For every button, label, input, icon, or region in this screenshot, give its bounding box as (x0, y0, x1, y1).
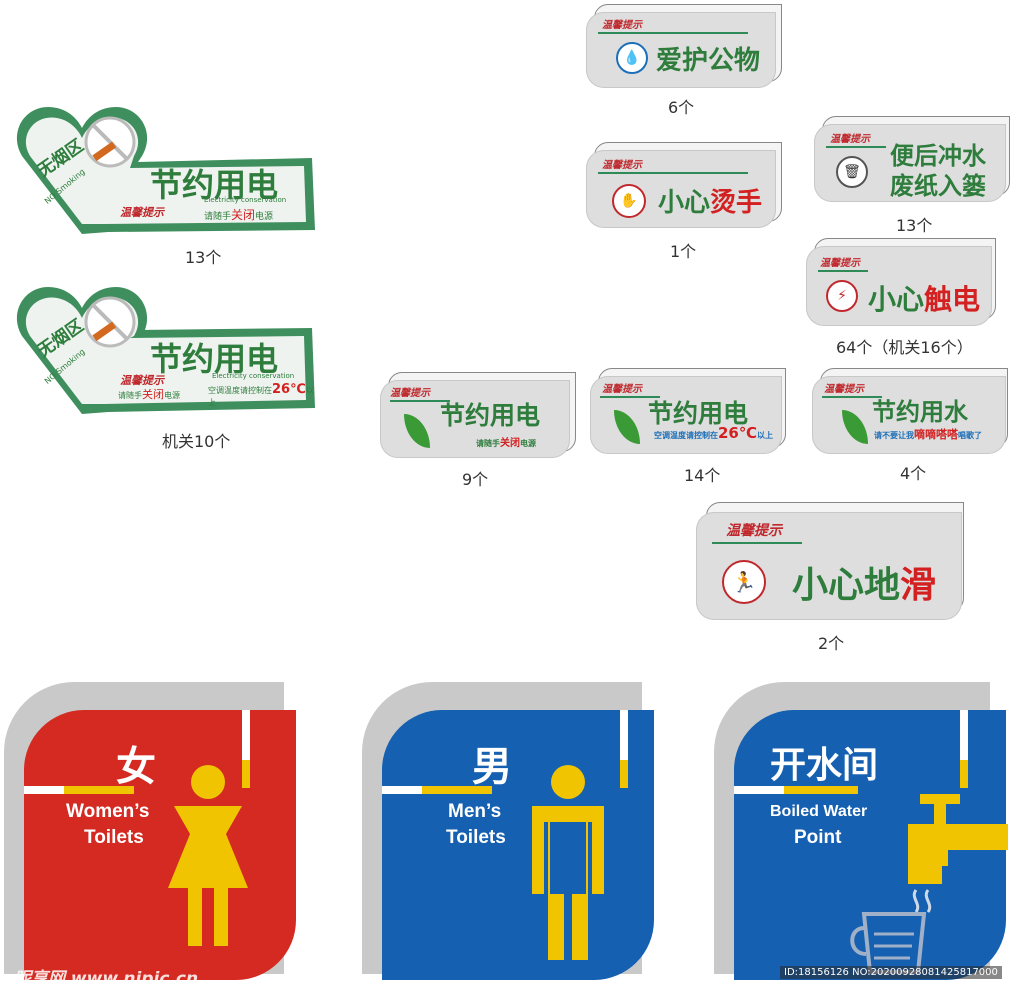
woman-figure-icon (168, 765, 248, 946)
sign-cn: 开水间 (770, 745, 879, 786)
sign-en-1: Men’s (448, 801, 502, 822)
sub-text: 请随手关闭电源 (204, 208, 274, 222)
sign-title: 爱护公物 (656, 46, 761, 76)
no-smoking-sign-2: 无烟区 NO Smoking 节约用电 Electricity conserva… (12, 276, 320, 418)
sign-en-1: Women’s (66, 801, 150, 822)
qty-save-power-b: 14个 (684, 466, 721, 485)
sign-title: 小心烫手 (658, 188, 763, 218)
faucet-icon (850, 794, 1008, 974)
sign-cn: 女 (116, 744, 156, 790)
watermark-id: ID:18156126 NO:20200928081425817000 (780, 966, 1002, 979)
no-smoking-sign-1: 无烟区 NO Smoking 节约用电 Electricity conserva… (12, 96, 320, 238)
sign-save-water: 温馨提示 节约用水 请不要让我嘀嘀嗒嗒唱歌了 (812, 368, 1011, 454)
sign-hot-water: 温馨提示 ✋ 小心烫手 (586, 142, 782, 228)
sign-care-property: 温馨提示 💧 爱护公物 (586, 4, 782, 88)
water-drop-icon: 💧 (616, 42, 648, 74)
mens-toilet-sign: 男 Men’s Toilets (362, 682, 662, 982)
sign-line1: 便后冲水 (890, 142, 986, 170)
man-figure-icon (532, 765, 604, 960)
sign-title: 节约用电 (648, 399, 749, 428)
slip-fall-icon: 🏃 (722, 560, 766, 604)
save-power-title: 节约用电 (150, 340, 279, 378)
qty-care-property: 6个 (668, 98, 695, 117)
qty-save-power-a: 9个 (462, 470, 489, 489)
sign-line2: 废纸入篓 (890, 172, 986, 200)
save-power-english: Electricity conservation (212, 372, 295, 380)
warm-hint: 温馨提示 (120, 206, 164, 219)
qty-save-water: 4个 (900, 464, 927, 483)
sign-title: 小心触电 (868, 283, 981, 316)
qty-no-smoking-2: 机关10个 (162, 432, 231, 451)
warm-hint: 温馨提示 (602, 384, 642, 395)
sign-save-power-a: 温馨提示 节约用电 请随手关闭电源 (380, 372, 576, 458)
sign-en-1: Boiled Water (770, 803, 868, 820)
qty-electric-shock: 64个（机关16个） (836, 338, 973, 357)
womens-toilet-sign: 女 Women’s Toilets (4, 682, 304, 982)
sign-cn: 男 (472, 744, 512, 790)
qty-hot-water: 1个 (670, 242, 697, 261)
warm-hint: 温馨提示 (120, 374, 164, 387)
sign-sub: 请不要让我嘀嘀嗒嗒唱歌了 (874, 428, 982, 441)
sign-title: 节约用电 (440, 401, 541, 430)
sub-text-2: 空调温度请控制在26℃以上 (208, 382, 314, 407)
warm-hint: 温馨提示 (820, 258, 860, 269)
qty-no-smoking-1: 13个 (185, 248, 222, 267)
sign-save-power-b: 温馨提示 节约用电 空调温度请控制在26℃以上 (590, 368, 788, 454)
warm-hint: 温馨提示 (602, 20, 642, 31)
save-power-title: 节约用电 (150, 166, 279, 204)
sign-en-2: Point (794, 827, 842, 848)
hot-hand-icon: ✋ (612, 184, 646, 218)
qty-flush: 13个 (896, 216, 933, 235)
sign-en-2: Toilets (446, 827, 506, 848)
warm-hint: 温馨提示 (602, 160, 642, 171)
sign-sub: 空调温度请控制在26℃以上 (654, 424, 774, 442)
sign-electric-shock: 温馨提示 ⚡ 小心触电 (806, 238, 998, 326)
sign-flush: 温馨提示 🗑 便后冲水 废纸入篓 (814, 116, 1011, 202)
qty-slippery: 2个 (818, 634, 845, 653)
sub-text-1: 请随手关闭电源 (118, 388, 180, 401)
heart-plate (16, 106, 316, 234)
boiled-water-sign: 开水间 Boiled Water Point (714, 682, 1010, 982)
sign-title: 小心地滑 (792, 565, 937, 606)
warm-hint: 温馨提示 (726, 523, 782, 539)
trash-bin-icon: 🗑 (836, 156, 868, 188)
warm-hint: 温馨提示 (830, 134, 870, 145)
warm-hint: 温馨提示 (824, 384, 864, 395)
sign-sub: 请随手关闭电源 (476, 438, 536, 449)
sign-slippery: 温馨提示 🏃 小心地滑 (696, 502, 966, 620)
electric-shock-icon: ⚡ (826, 280, 858, 312)
sign-title: 节约用水 (872, 398, 968, 426)
heart-plate (16, 286, 316, 414)
save-power-english: Electricity conservation (204, 196, 287, 204)
watermark-site: 昵享网 www.nipic.cn (14, 969, 199, 989)
sign-en-2: Toilets (84, 827, 144, 848)
warm-hint: 温馨提示 (390, 388, 430, 399)
